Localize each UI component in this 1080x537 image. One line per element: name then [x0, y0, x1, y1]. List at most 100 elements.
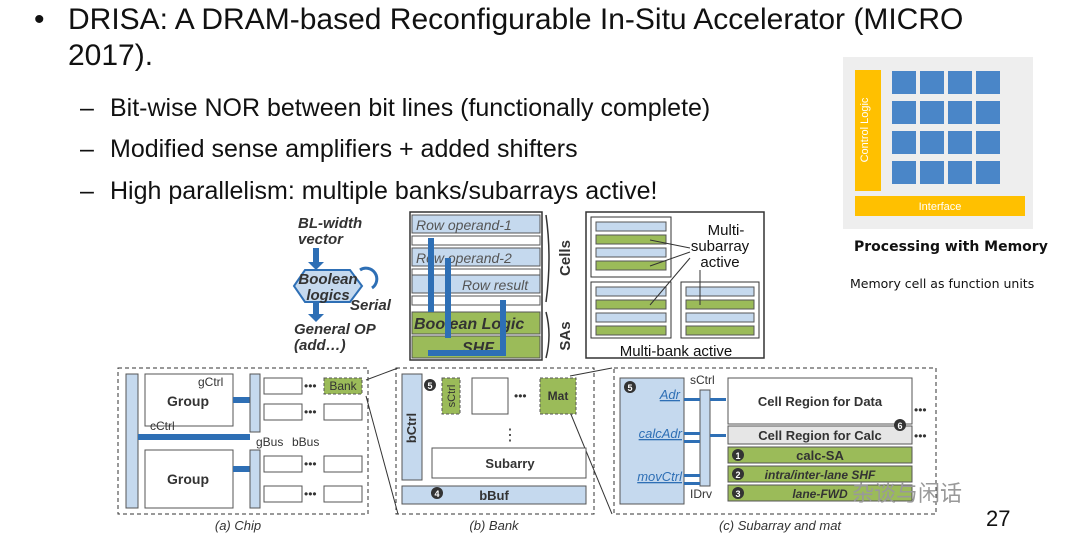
boolean-hexagon: [292, 269, 364, 303]
chip-caption: (a) Chip: [215, 518, 261, 533]
bank-cell: [263, 377, 303, 395]
zoom-line: [365, 367, 399, 381]
cell-row: [411, 235, 541, 246]
num-5-badge: [424, 379, 436, 391]
subarray-row: [685, 286, 755, 297]
memory-cell: [892, 131, 916, 154]
mat-label: Mat: [548, 389, 569, 403]
dash-symbol: –: [80, 177, 94, 205]
bl-width-label: BL-width: [298, 215, 362, 232]
add-label: (add…): [294, 337, 346, 354]
data-path-bar: [428, 350, 506, 356]
calc-sa-label: calc-SA: [796, 448, 844, 463]
general-op-label: General OP: [294, 321, 377, 338]
control-logic-block: [855, 70, 881, 191]
signal-arrow: [684, 482, 700, 485]
row-operand-1-label: Row operand-1: [416, 217, 512, 233]
memory-cell: [948, 161, 972, 184]
num-5-label: 5: [627, 383, 632, 393]
arrow-head: [308, 262, 324, 270]
signal-arrow: [710, 434, 726, 437]
calcadr-label: calcAdr: [639, 426, 683, 441]
memory-cell: [920, 71, 944, 94]
cell-region-calc-label: Cell Region for Calc: [758, 428, 882, 443]
lane-fwd-label: lane-FWD: [792, 487, 848, 501]
bank-panel: bCtrl 5 sCtrl ••• Mat ⋮ Subarry 4 bBuf (…: [395, 367, 595, 533]
pwm-subtitle: Memory cell as function units: [850, 276, 1035, 291]
bank-frame: [680, 281, 760, 339]
cells-label: Cells: [557, 240, 574, 276]
subarray-row-active: [595, 325, 667, 336]
serial-loop-icon: [359, 266, 379, 290]
memory-cell: [948, 71, 972, 94]
memory-cell: [976, 131, 1000, 154]
mat-frame: [613, 367, 937, 515]
movctrl-label: movCtrl: [637, 469, 683, 484]
watermark: 杂谈与闲话: [852, 482, 963, 507]
active-label: active: [700, 254, 739, 271]
mat-panel: 5 Adr calcAdr movCtrl sCtrl IDrv Cell Re…: [613, 367, 937, 533]
bank-cell: [323, 403, 363, 421]
bullet-dot: •: [34, 3, 45, 36]
data-path-bar: [445, 258, 451, 338]
dots-label: •••: [304, 405, 317, 419]
row-operand-1: [411, 214, 541, 234]
num-5-badge: [624, 381, 636, 393]
chip-panel: Group Group gCtrl cCtrl gBus bBus ••• ••…: [117, 367, 369, 533]
bank-caption: (b) Bank: [469, 518, 520, 533]
adr-label: Adr: [659, 387, 681, 402]
pointer-line: [649, 257, 691, 306]
signal-arrow: [684, 474, 700, 477]
pointer-line: [649, 239, 691, 249]
dash-symbol: –: [80, 135, 94, 163]
pointer-line: [649, 251, 691, 267]
lane-fwd-row: [727, 484, 913, 502]
zoom-line: [569, 411, 613, 515]
bank-frame-outer: [395, 367, 595, 515]
logics-label: logics: [306, 287, 349, 304]
multi-bank-label: Multi-bank active: [620, 343, 733, 360]
memory-cell: [892, 71, 916, 94]
memory-cell: [892, 101, 916, 124]
bctrl-label: bCtrl: [404, 413, 419, 443]
subarray-row: [595, 286, 667, 297]
memory-cell: [892, 161, 916, 184]
cells-frame: [409, 211, 543, 361]
row-result: [411, 274, 541, 294]
vertical-dots: ⋮: [502, 427, 518, 444]
main-bullet-text: DRISA: A DRAM-based Reconfigurable In-Si…: [68, 3, 964, 72]
gbus-label: gBus: [256, 435, 283, 449]
data-path-bar: [428, 238, 434, 312]
signal-arrow: [684, 398, 700, 401]
idrv-bar: [699, 389, 711, 487]
subarray-row-active: [595, 260, 667, 271]
group-label: Group: [167, 471, 209, 487]
cctrl-bar: [125, 373, 139, 509]
sub-bullet-text: Modified sense amplifiers + added shifte…: [110, 135, 578, 163]
row-operand-2: [411, 247, 541, 267]
dots-label: •••: [514, 389, 527, 403]
cells-brace: [545, 214, 550, 303]
bank-cell: [323, 455, 363, 473]
sctrl-label: sCtrl: [690, 373, 715, 387]
bbuf-block: [401, 485, 587, 505]
pwm-figure: Control Logic Interface: [843, 57, 1033, 229]
memory-cell: [976, 161, 1000, 184]
subarray-row: [595, 221, 667, 232]
bctrl-bar: [401, 373, 423, 481]
bbuf-label: bBuf: [479, 488, 509, 503]
memory-cell: [920, 131, 944, 154]
num-6-badge: [894, 419, 906, 431]
bank-ctrl-bar: [249, 449, 261, 509]
sctrl-block: [441, 377, 461, 415]
row-result-label: Row result: [462, 277, 529, 293]
bank-cell: [323, 485, 363, 503]
gctrl-bar: [233, 397, 253, 403]
subarray-row-active: [685, 299, 755, 310]
interface-label: Interface: [919, 201, 962, 213]
gctrl-bar: [233, 466, 253, 472]
dots-label: •••: [914, 403, 927, 417]
cell-region-calc: [727, 425, 913, 445]
multi-subarray-diagram: Multi- subarray active Multi-bank active: [585, 211, 765, 360]
subarray-row-active: [595, 234, 667, 245]
